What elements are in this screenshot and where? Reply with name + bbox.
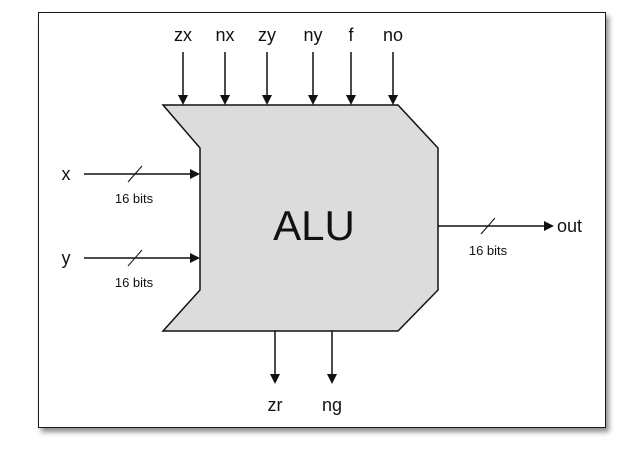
bus-width-label: 16 bits: [115, 275, 154, 290]
status-output-ng: ng: [322, 331, 342, 415]
status-output-label: zr: [268, 395, 283, 415]
status-output-zr: zr: [268, 331, 283, 415]
data-input-y: y 16 bits: [62, 248, 200, 290]
alu-label: ALU: [273, 202, 355, 249]
data-input-label: x: [62, 164, 71, 184]
control-input-zy: zy: [258, 25, 276, 105]
control-input-no: no: [383, 25, 403, 105]
control-input-label: ny: [303, 25, 322, 45]
bus-width-label: 16 bits: [115, 191, 154, 206]
control-input-label: f: [348, 25, 354, 45]
control-input-zx: zx: [174, 25, 192, 105]
control-input-label: no: [383, 25, 403, 45]
status-output-label: ng: [322, 395, 342, 415]
data-output-out: 16 bits out: [438, 216, 582, 258]
alu-block: [161, 104, 439, 332]
bus-width-slash: [480, 217, 496, 235]
bus-width-slash: [127, 249, 143, 267]
control-input-ny: ny: [303, 25, 323, 105]
bus-width-label: 16 bits: [469, 243, 508, 258]
data-input-x: x 16 bits: [62, 164, 200, 206]
control-input-nx: nx: [215, 25, 235, 105]
bus-width-slash: [127, 165, 143, 183]
control-input-label: zx: [174, 25, 192, 45]
control-input-label: nx: [215, 25, 234, 45]
control-input-label: zy: [258, 25, 276, 45]
control-input-f: f: [346, 25, 356, 105]
data-input-label: y: [62, 248, 71, 268]
data-output-label: out: [557, 216, 582, 236]
